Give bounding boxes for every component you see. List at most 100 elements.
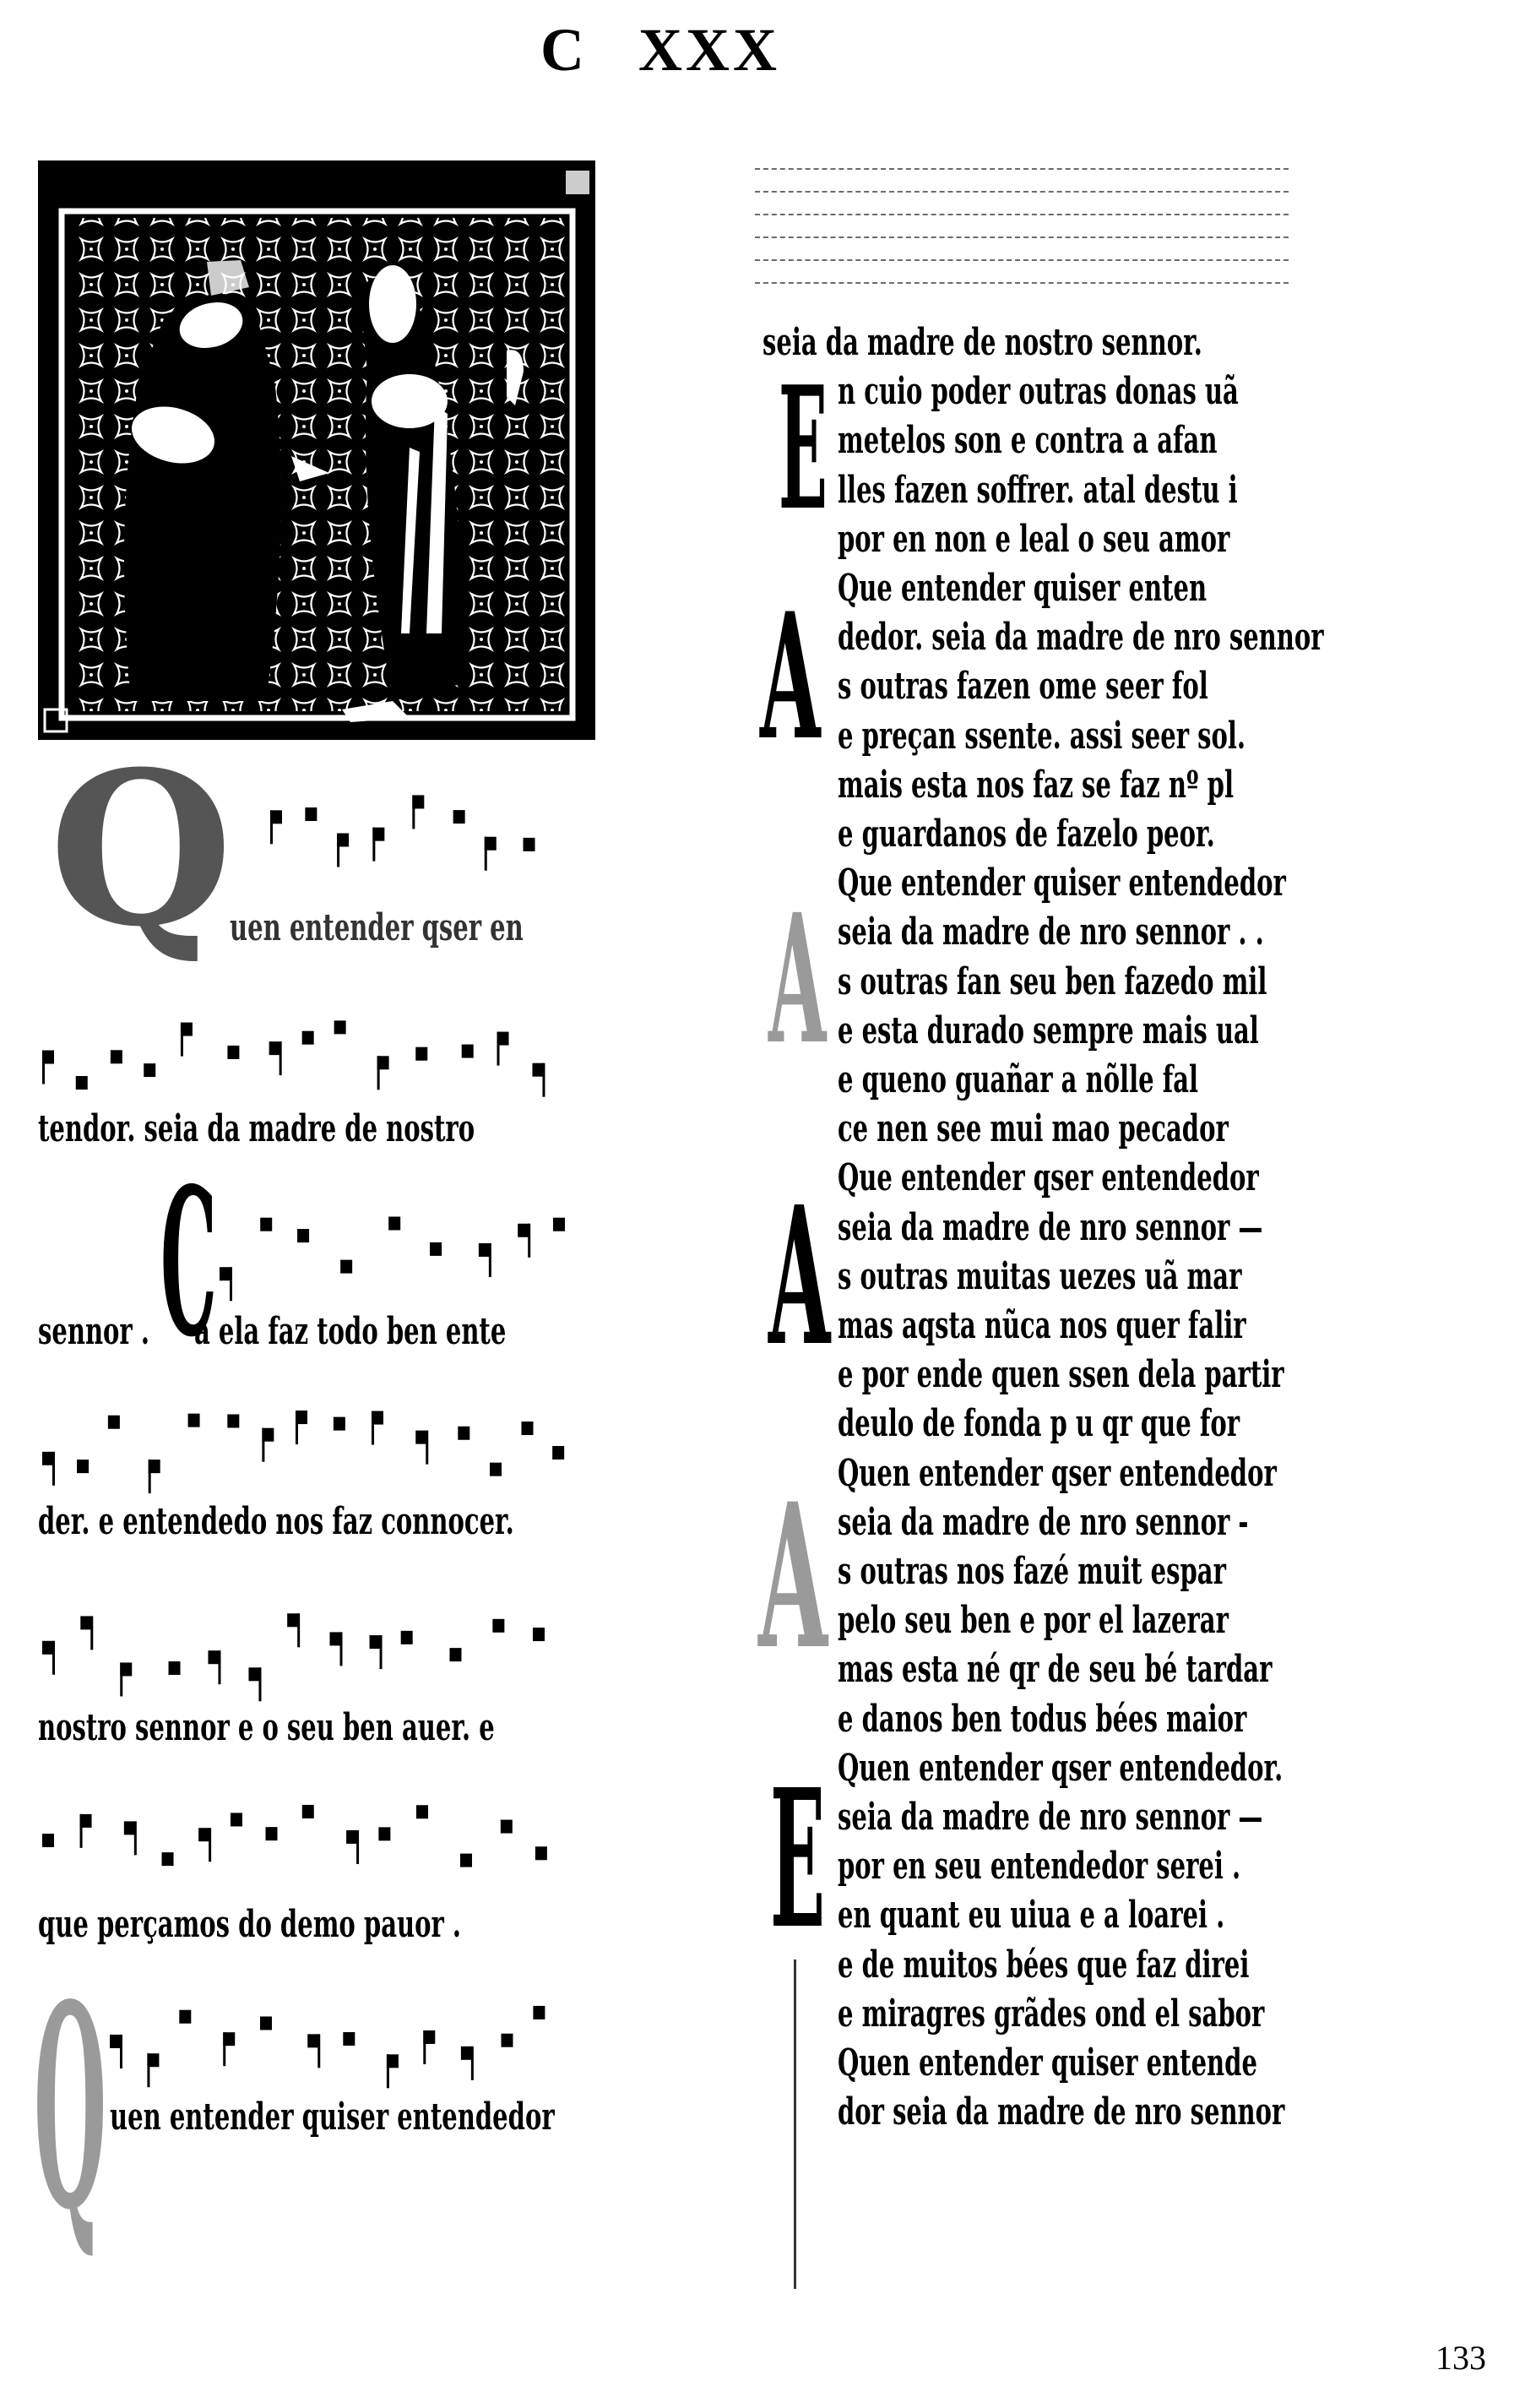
neume [227, 1414, 240, 1428]
neume [120, 1662, 133, 1677]
neume [148, 1459, 160, 1474]
neume-stem [90, 1616, 94, 1650]
neume-stem [218, 1650, 221, 1685]
neume-stem [262, 1427, 265, 1462]
neume-stem [317, 2034, 321, 2068]
neume [42, 1834, 54, 1848]
neume [260, 1217, 273, 1231]
neume-stem [412, 795, 415, 829]
neume [415, 1805, 428, 1819]
right-text-line: s outras nos fazé muit espar [838, 1550, 1226, 1593]
neume [518, 1223, 530, 1237]
right-musician-figure [342, 265, 524, 722]
left-text-line: der. e entendedo nos faz connocer. [38, 1500, 514, 1543]
neume-stem [423, 2030, 426, 2064]
neume [227, 1045, 240, 1059]
right-text-line: e esta durado sempre mais ual [838, 1008, 1259, 1052]
neume-stem [497, 1031, 500, 1066]
neume [458, 1426, 470, 1440]
right-text-line: s outras fazen ome seer fol [838, 665, 1208, 709]
neume [492, 1618, 505, 1633]
neume-stem [297, 1613, 301, 1648]
right-text-line: mais esta nos faz se faz nº pl [838, 763, 1234, 807]
neume-stem [339, 1632, 343, 1666]
ornamented-initial-q: Q [49, 725, 233, 973]
chapter-heading: C XXX [540, 15, 780, 85]
neume [386, 2054, 399, 2068]
right-text-line: deulo de fonda p u qr que for [838, 1402, 1240, 1446]
neume [230, 1813, 242, 1827]
instrument-right [372, 374, 448, 428]
neume [415, 1046, 428, 1061]
neume-stem [371, 1411, 374, 1445]
neume-stem [230, 1267, 232, 1302]
neume [459, 1853, 472, 1867]
neume-stem [180, 1022, 183, 1057]
neume [248, 1667, 261, 1682]
right-text-line: Que entender quiser entendedor [838, 862, 1286, 905]
left-musician-figure [124, 260, 329, 701]
chapter-letter: C [540, 16, 588, 84]
neume [107, 1415, 120, 1429]
initial-a-faded: A [768, 875, 827, 1084]
instrument-left [131, 406, 215, 464]
neume [478, 1242, 491, 1257]
neume [75, 1075, 88, 1090]
neume [77, 1459, 90, 1474]
miniature-illustration [38, 160, 595, 740]
neume [449, 1648, 462, 1662]
left-text-line: a ela faz todo ben ente [194, 1310, 507, 1353]
neume-stem [470, 2046, 474, 2080]
neume [533, 2005, 545, 2019]
right-text-line: Que entender quiser enten [838, 567, 1208, 610]
neume [388, 1216, 401, 1231]
neume [208, 1650, 220, 1665]
neume [265, 1827, 278, 1841]
right-text-line: s outras fan seu ben fazedo mil [838, 959, 1267, 1003]
neume [415, 1430, 428, 1444]
neume-stem [52, 1451, 55, 1486]
neume-stem [147, 2053, 150, 2088]
initial-e: E [770, 1748, 826, 1971]
right-text-line: pelo seu ben e por el lazerar [838, 1599, 1229, 1643]
neume [168, 1661, 181, 1676]
neume [500, 1819, 513, 1834]
neume-stem [148, 1459, 151, 1494]
neume-stem [542, 1063, 545, 1097]
staff-line [755, 236, 1289, 238]
staff-line [755, 259, 1289, 261]
neume-stem [223, 2032, 226, 2067]
left-text-line: que perçamos do demo pauor . [38, 1903, 462, 1946]
neume-stem [386, 2054, 389, 2089]
neume [301, 1030, 314, 1045]
neume [297, 1229, 310, 1243]
right-text-line: seia da madre de nro sennor — [838, 1205, 1263, 1249]
right-text-line: ce nen see mui mao pecador [838, 1107, 1229, 1151]
right-text-line: mas aqsta nũca nos quer falir [838, 1304, 1246, 1347]
neume [501, 2033, 513, 2047]
neume [123, 1821, 136, 1835]
neume [453, 810, 465, 824]
neume [287, 1613, 300, 1628]
right-text-line: seia da madre de nostro sennor. [762, 321, 1202, 364]
right-text-line: por en seu entendedor serei . [838, 1845, 1241, 1889]
right-text-line: lles fazen soffrer. atal destu i [838, 468, 1238, 512]
staff-line [755, 168, 1289, 170]
neume [460, 2046, 473, 2060]
neume [270, 810, 282, 824]
neume [377, 1056, 389, 1070]
neume-stem [426, 1430, 429, 1465]
neume [412, 795, 425, 809]
right-text-line: metelos son e contra a afan [838, 419, 1218, 463]
right-text-line: Quen entender qser entendedor [838, 1451, 1277, 1495]
initial-tail-stroke [794, 1960, 796, 2289]
neume [259, 2016, 272, 2030]
neume [343, 2031, 355, 2046]
right-text-line: s outras muitas uezes uã mar [838, 1254, 1242, 1298]
right-text-line: e danos ben todus bées maior [838, 1697, 1247, 1741]
chapter-numeral: XXX [638, 16, 780, 84]
neume [110, 2034, 122, 2048]
neume [301, 1804, 314, 1818]
neume [552, 1446, 565, 1460]
neume-stem [295, 1411, 298, 1445]
